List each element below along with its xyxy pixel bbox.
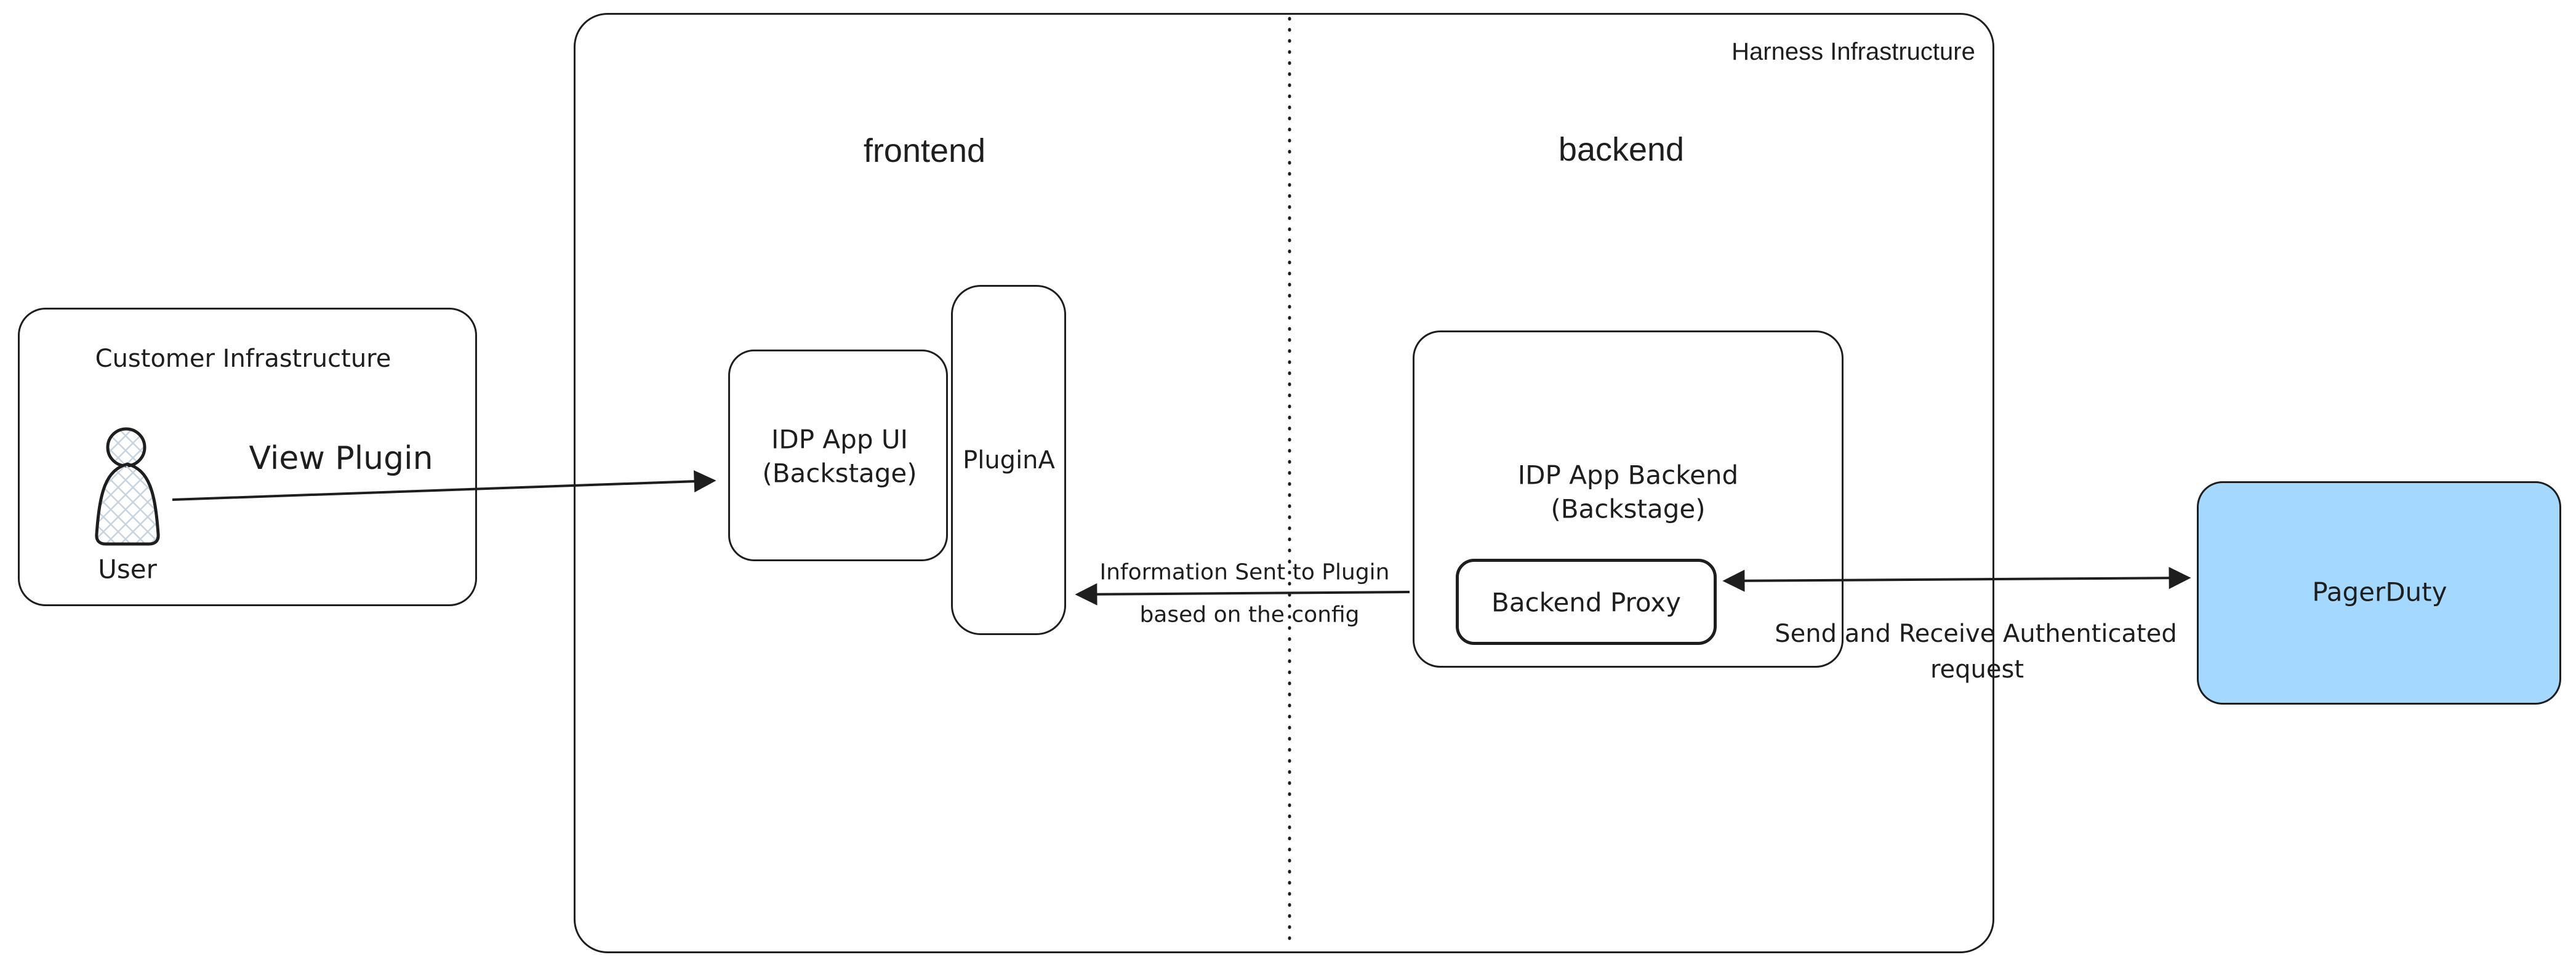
customer-infrastructure-title: Customer Infrastructure: [95, 345, 391, 373]
idp-app-ui-box: [728, 350, 948, 561]
idp-app-ui-label-line1: IDP App UI: [771, 424, 908, 455]
frontend-zone-label: frontend: [863, 132, 986, 169]
plugin-a-box: [951, 285, 1066, 635]
pagerduty-label: PagerDuty: [2312, 577, 2447, 607]
backend-proxy-box: [1456, 559, 1717, 645]
plugin-a-label: PluginA: [963, 446, 1055, 474]
idp-app-backend-label-line2: (Backstage): [1551, 494, 1706, 524]
info-to-plugin-arrow-label-line1: Information Sent to Plugin: [1099, 559, 1390, 585]
view-plugin-arrow-label: View Plugin: [249, 440, 433, 478]
backend-zone-label: backend: [1558, 130, 1685, 168]
harness-infrastructure-title: Harness Infrastructure: [1731, 38, 1975, 65]
idp-app-ui-label-line2: (Backstage): [762, 458, 917, 488]
idp-app-backend-label-line1: IDP App Backend: [1517, 460, 1739, 490]
idp-app-ui-label: IDP App UI (Backstage): [762, 423, 917, 490]
idp-app-backend-label: IDP App Backend (Backstage): [1518, 458, 1738, 526]
user-label: User: [98, 554, 157, 585]
info-to-plugin-arrow-label-line2: based on the config: [1139, 602, 1360, 628]
send-receive-arrow-label-line2: request: [1930, 655, 2024, 684]
customer-infrastructure-box: [18, 308, 477, 606]
pagerduty-box: [2197, 481, 2561, 705]
send-receive-arrow-label-line1: Send and Receive Authenticated: [1775, 620, 2177, 648]
backend-proxy-label: Backend Proxy: [1491, 587, 1681, 618]
